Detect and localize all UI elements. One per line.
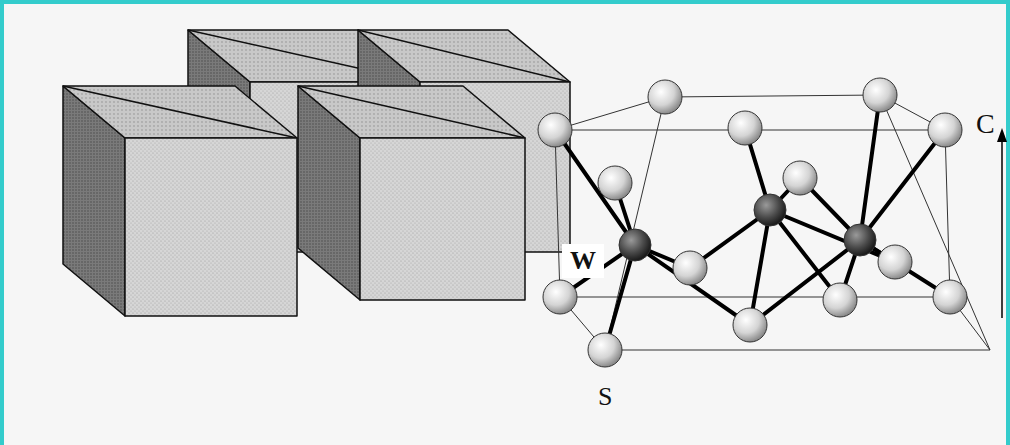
sulfur-atom: [878, 245, 912, 279]
sulfur-atom: [673, 251, 707, 285]
prism-edge: [298, 86, 525, 138]
prism-edge: [358, 30, 570, 82]
prism-front: [360, 138, 525, 300]
prism-edge: [63, 86, 297, 138]
atom-label: W: [562, 244, 604, 278]
sulfur-atom: [933, 280, 967, 314]
sulfur-atom: [538, 113, 572, 147]
axis-label: C: [976, 110, 995, 138]
prism-top: [358, 30, 570, 82]
c-axis-arrowhead: [997, 128, 1007, 142]
sulfur-atom: [543, 280, 577, 314]
sulfur-atom: [783, 161, 817, 195]
bond: [555, 130, 635, 245]
sulfur-atom: [928, 113, 962, 147]
bond: [635, 245, 750, 325]
tungsten-atom: [844, 224, 876, 256]
sulfur-atom: [863, 78, 897, 112]
prism-top: [63, 86, 297, 138]
bond: [860, 130, 945, 240]
tungsten-atom: [619, 229, 651, 261]
c-axis-arrow: [1001, 138, 1003, 318]
atom-label: S: [598, 384, 612, 410]
bond: [750, 240, 860, 325]
prism-front: [125, 138, 297, 316]
sulfur-atom: [598, 166, 632, 200]
sulfur-atom: [728, 111, 762, 145]
prism-top: [298, 86, 525, 138]
sulfur-atom: [648, 80, 682, 114]
sulfur-atom: [823, 283, 857, 317]
sulfur-atom: [733, 308, 767, 342]
tungsten-atom: [754, 194, 786, 226]
sulfur-atom: [588, 333, 622, 367]
bond: [750, 210, 770, 325]
